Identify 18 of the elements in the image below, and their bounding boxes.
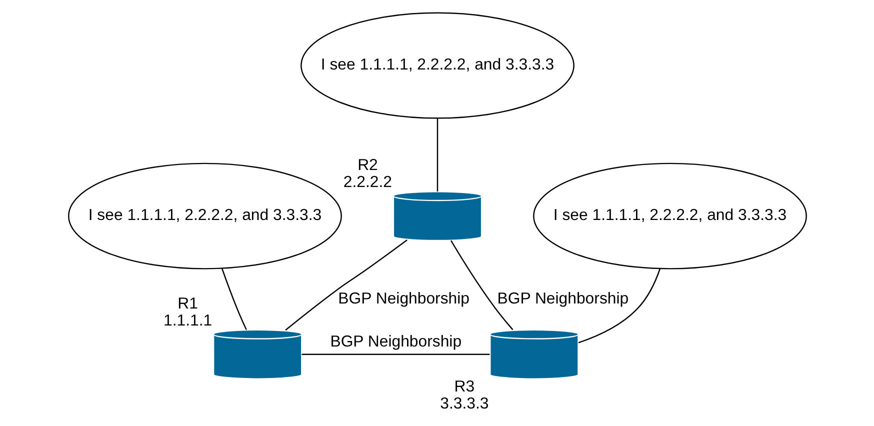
connector [578,268,660,344]
node-label: R1 [177,295,198,312]
connector [301,354,490,355]
connector [284,240,407,331]
connector [436,118,438,192]
node-label: R3 [454,378,474,396]
connector [450,240,513,330]
node-label: 1.1.1.1 [163,312,212,330]
connector [220,268,246,330]
node-label: 3.3.3.3 [440,396,488,413]
node-ellipse: I see 1.1.1.1, 2.2.2.2, and 3.3.3.3 [300,12,574,119]
node-ellipse: I see 1.1.1.1, 2.2.2.2, and 3.3.3.3 [532,162,806,270]
edge-label: BGP Neighborship [338,290,470,308]
node-label: 2.2.2.2 [342,174,392,192]
edge-label: BGP Neighborship [330,333,462,350]
edge-label: BGP Neighborship [496,290,628,308]
node-ellipse: I see 1.1.1.1, 2.2.2.2, and 3.3.3.3 [68,162,342,270]
node-label: R2 [357,157,378,174]
